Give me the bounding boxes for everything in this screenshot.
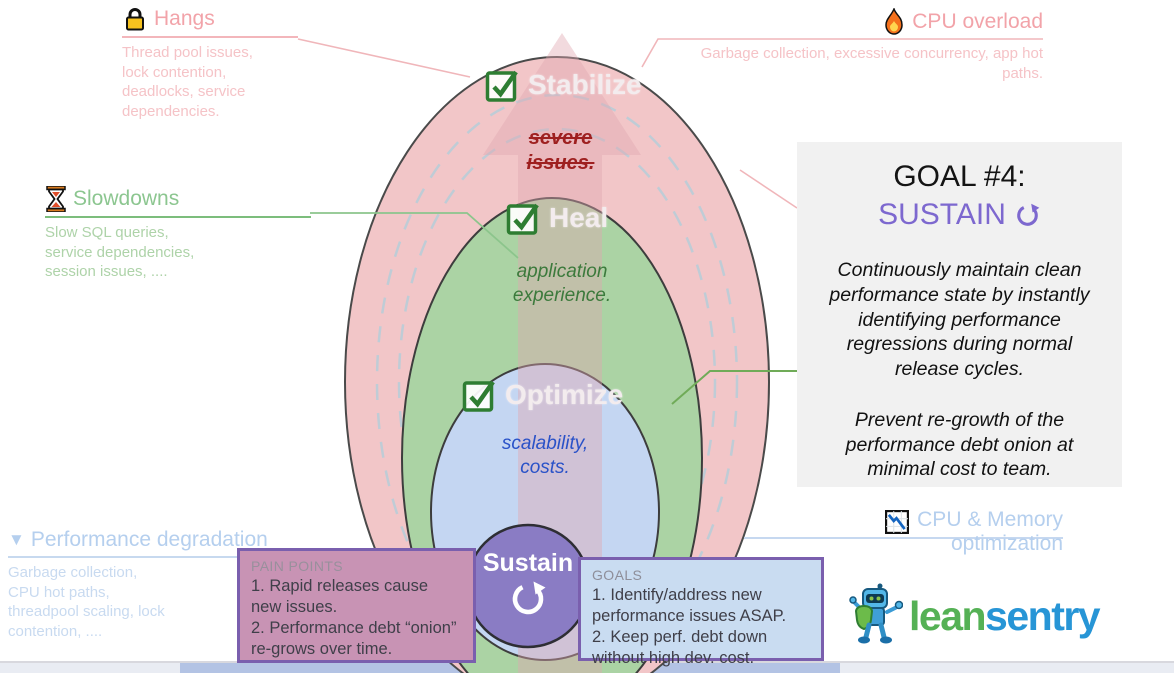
slowdowns-title: Slowdowns [73,187,180,210]
lock-icon [126,8,144,31]
goal-paragraph-2: Prevent re-growth of the performance deb… [845,408,1074,481]
connector-cpu-overload [641,38,1043,68]
goal-panel: GOAL #4: SUSTAIN Continuously maintain c… [797,142,1122,487]
goal-paragraph-1: Continuously maintain clean performance … [829,259,1090,380]
pain-points-title: PAIN POINTS [251,558,344,574]
callout-slowdowns: Slowdowns Slow SQL queries, service depe… [45,186,311,282]
hangs-body: Thread pool issues, lock contention, dea… [122,44,253,120]
hangs-underline [122,36,298,38]
connector-slowdowns [310,212,519,259]
hangs-title: Hangs [154,7,215,30]
perf-degradation-title: Performance degradation [30,528,268,551]
checkbox-icon [506,203,539,235]
callout-cpu-overload: CPU overload Garbage collection, excessi… [680,8,1043,83]
goals-title: GOALS [592,567,643,583]
pain-point-item: 2. Performance debt “onion” re-grows ove… [251,619,457,659]
connector-goal-panel [739,169,798,209]
connector-hangs [297,38,471,78]
cpu-overload-body: Garbage collection, excessive concurrenc… [700,45,1043,82]
cpu-memory-title: CPU & Memory optimization [917,508,1063,556]
stabilize-label: Stabilize [528,69,642,100]
hourglass-icon [46,186,66,212]
goal-title: GOAL #4: [893,160,1026,193]
stage-sustain: Sustain [468,549,588,624]
refresh-icon [1017,203,1040,226]
optimize-label: Optimize [505,379,624,410]
stabilize-note: severe issues. [526,127,595,174]
callout-perf-degradation: ▼ Performance degradation Garbage collec… [8,528,310,641]
pain-points-box: PAIN POINTS 1. Rapid releases cause new … [237,548,476,663]
dashed-ellipse-outer [375,93,739,671]
robot-mascot-icon [849,583,903,644]
stage-heal: Heal [506,201,608,235]
stage-stabilize: Stabilize [485,68,642,102]
pain-point-item: 1. Rapid releases cause new issues. [251,577,429,617]
triangle-down-icon: ▼ [8,530,25,549]
slowdowns-body: Slow SQL queries, service dependencies, … [45,224,195,280]
checkbox-icon [462,380,495,412]
callout-hangs: Hangs Thread pool issues, lock contentio… [122,6,298,121]
connector-optimize-goal [671,370,799,405]
heal-label: Heal [549,202,609,233]
goal-subtitle: SUSTAIN [878,198,1006,231]
stage-optimize: Optimize [462,378,623,412]
logo-text-sentry: sentry [985,592,1101,639]
perf-degradation-underline [8,556,310,558]
cpu-overload-title: CPU overload [912,10,1043,33]
goal-item: 1. Identify/address new performance issu… [592,586,787,626]
refresh-icon [512,581,546,615]
slowdowns-underline [45,216,311,218]
perf-degradation-body: Garbage collection, CPU hot paths, threa… [8,564,165,640]
optimize-note: scalability, costs. [501,433,589,478]
up-arrow [483,33,641,673]
leansentry-logo: leansentry [849,581,1101,651]
fire-icon [885,8,904,35]
chart-decreasing-icon [885,510,909,534]
heal-note: application experience. [512,261,612,306]
callout-cpu-memory: CPU & Memory optimization [883,508,1063,556]
goal-item: 2. Keep perf. debt down without high dev… [592,628,768,668]
checkbox-icon [485,70,518,102]
sustain-label: Sustain [482,549,574,577]
logo-text-lean: lean [909,592,987,639]
goals-box: GOALS 1. Identify/address new performanc… [578,557,824,667]
